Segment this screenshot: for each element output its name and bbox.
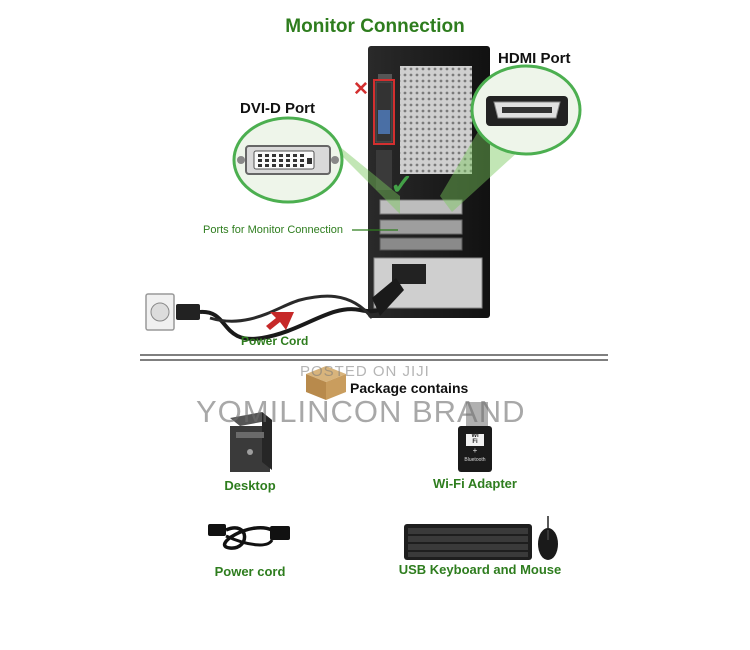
watermark-posted: POSTED ON JIJI [300,363,430,380]
item-desktop-label: Desktop [224,478,276,493]
dvi-port-label: DVI-D Port [240,100,315,117]
item-keyboard-mouse-label: USB Keyboard and Mouse [398,562,562,577]
wifi-card-plus: + [472,446,478,455]
vga-cross-mark: ✕ [353,79,369,100]
package-heading: Package contains [350,380,469,396]
power-cord-top-label: Power Cord [241,334,309,348]
power-cord-image [208,524,290,550]
pc-tower-back [368,46,490,318]
hdmi-port-callout [470,64,582,156]
item-wifi-adapter-label: Wi-Fi Adapter [433,476,517,491]
power-cord-arrow [266,312,294,330]
wifi-card-line1: Wi [471,433,479,439]
desktop-tower-image [230,412,272,472]
item-power-cord-label: Power cord [214,564,286,579]
vga-port-highlight [373,79,395,145]
hdmi-port-label: HDMI Port [498,50,571,67]
wifi-card-line2: Fi [472,439,478,445]
page-title: Monitor Connection [285,16,465,37]
watermark-brand: YOMILINCON BRAND [196,394,526,429]
wifi-adapter-image [458,402,492,472]
power-cord-diagram [145,278,404,341]
wifi-card-logo: Wi Fi [466,433,484,445]
ports-monitor-label: Ports for Monitor Connection [203,224,344,236]
usb-mouse-image [538,516,558,560]
dvi-port-callout [232,116,344,204]
usb-keyboard-image [404,524,532,560]
wifi-card-bluetooth: Bluetooth [464,457,486,463]
package-box-icon [306,366,346,400]
dvi-check-mark: ✓ [390,169,414,200]
